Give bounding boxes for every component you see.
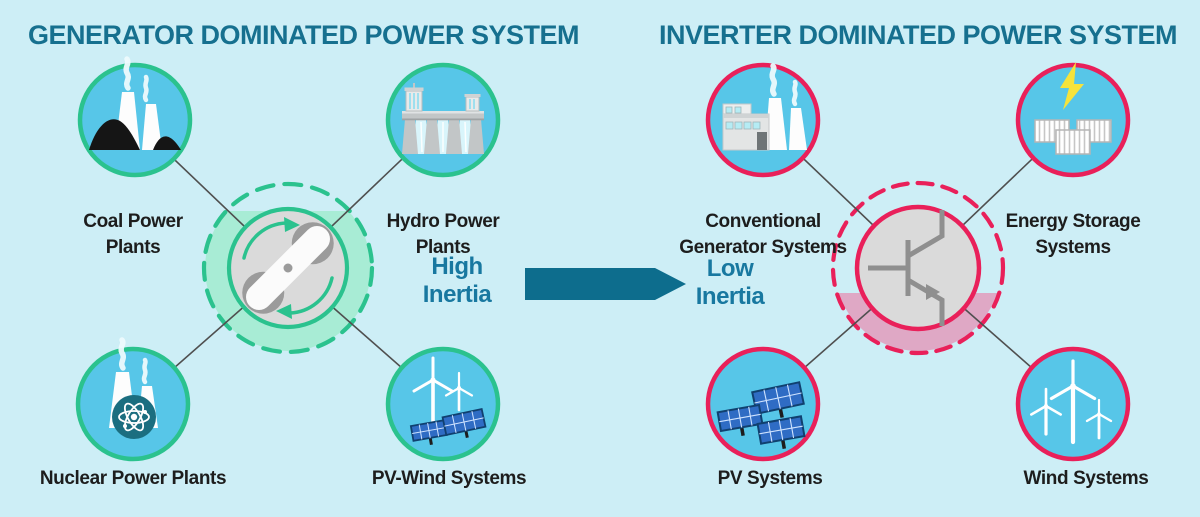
nuclear-power-icon: [109, 337, 158, 439]
high-inertia-line1: High: [431, 253, 483, 280]
hydro-dam-icon: [402, 83, 484, 154]
right-arrow-icon: [525, 268, 686, 300]
pv-wind-label: PV-Wind Systems: [371, 468, 527, 489]
solar-panels-icon: [716, 381, 806, 450]
battery-storage-icon: [1034, 62, 1112, 155]
generator-panel-title: GENERATOR DOMINATED POWER SYSTEM: [28, 20, 580, 50]
wind-turbines-icon: [1029, 359, 1113, 445]
pv-systems-label: PV Systems: [717, 468, 823, 489]
generator-hub: [226, 206, 350, 330]
pv-wind-node-circle: [385, 346, 501, 462]
energy-storage-label: Energy Storage Systems: [1005, 211, 1141, 258]
low-inertia-line2: Inertia: [695, 283, 765, 310]
rotating-mass-icon: [242, 217, 334, 319]
conventional-generator-label: Conventional Generator Systems: [679, 211, 847, 258]
low-inertia-line1: Low: [706, 255, 754, 282]
transistor-icon: [868, 210, 945, 326]
nuclear-power-label: Nuclear Power Plants: [39, 468, 227, 489]
low-inertia-label: Low Inertia: [655, 255, 805, 311]
high-inertia-label: High Inertia: [382, 253, 532, 309]
inverter-panel-title: INVERTER DOMINATED POWER SYSTEM: [658, 20, 1178, 50]
coal-power-label: Coal Power Plants: [83, 211, 183, 258]
wind-systems-label: Wind Systems: [1023, 468, 1149, 489]
hydro-power-label: Hydro Power Plants: [386, 211, 500, 258]
high-inertia-line2: Inertia: [422, 281, 492, 308]
coal-power-icon: [89, 56, 181, 150]
inverter-hub: [854, 204, 982, 332]
pv-wind-icon: [409, 356, 487, 446]
storage-node-circle: [1015, 62, 1131, 178]
factory-icon: [722, 63, 807, 151]
